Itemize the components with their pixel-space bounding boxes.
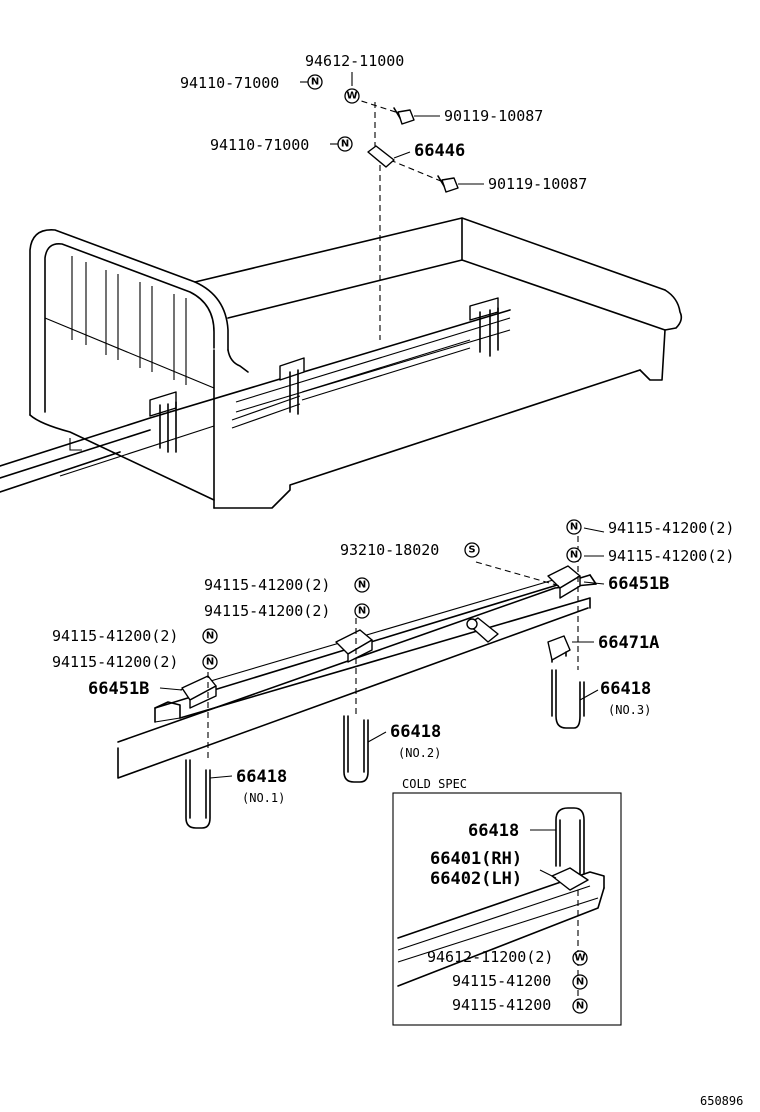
label-plate-right: 66471A	[598, 633, 659, 653]
nut-symbol-l2: N	[202, 654, 218, 670]
nut-symbol-top: N	[307, 74, 323, 90]
nut-symbol-mid: N	[337, 136, 353, 152]
svg-text:W: W	[346, 91, 357, 102]
label-bolt-2: 90119-10087	[488, 175, 587, 193]
label-nut-m2: 94115-41200(2)	[204, 602, 330, 620]
cold-spec-box: COLD SPEC W N N	[392, 777, 622, 1026]
label-cs-ubolt: 66418	[468, 821, 519, 841]
label-cs-nut-1: 94115-41200	[452, 972, 551, 990]
svg-text:N: N	[311, 77, 319, 88]
ubolt-no3	[551, 669, 585, 729]
leaders-lower	[159, 527, 605, 779]
label-nut-top: 94612-11000	[305, 52, 404, 70]
label-washer-left-2: 94110-71000	[210, 136, 309, 154]
svg-text:N: N	[206, 657, 214, 668]
truck-bed	[0, 217, 683, 509]
nut-symbol-r1: N	[566, 519, 582, 535]
label-nut-l1: 94115-41200(2)	[52, 627, 178, 645]
label-nut-l2: 94115-41200(2)	[52, 653, 178, 671]
stud-symbol: S	[464, 542, 480, 558]
label-bolt-1: 90119-10087	[444, 107, 543, 125]
label-cs-washer: 94612-11200(2)	[427, 948, 553, 966]
part-labels: 94612-11000 94110-71000 90119-10087 9411…	[52, 52, 743, 1108]
label-sbolt: 93210-18020	[340, 541, 439, 559]
label-ubolt-2-note: (NO.2)	[398, 746, 441, 760]
bracket-mid	[335, 629, 373, 663]
svg-text:N: N	[576, 1001, 584, 1012]
nut-symbol-m1: N	[354, 577, 370, 593]
label-ubolt-3: 66418	[600, 679, 651, 699]
label-ubolt-3-note: (NO.3)	[608, 703, 651, 717]
nut-symbol-r2: N	[566, 547, 582, 563]
cs-nut-symbol-1: N	[572, 974, 588, 990]
svg-text:N: N	[358, 580, 366, 591]
label-cs-bracket-lh: 66402(LH)	[430, 869, 522, 889]
label-cs-nut-2: 94115-41200	[452, 996, 551, 1014]
label-ubolt-1-note: (NO.1)	[242, 791, 285, 805]
cs-washer-symbol: W	[572, 950, 588, 966]
assembly-lines-upper	[351, 97, 449, 340]
svg-text:N: N	[576, 977, 584, 988]
label-nut-r1: 94115-41200(2)	[608, 519, 734, 537]
figure-code: 650896	[700, 1094, 743, 1108]
bracket-right	[547, 565, 581, 599]
label-cs-bracket-rh: 66401(RH)	[430, 849, 522, 869]
label-ubolt-2: 66418	[390, 722, 441, 742]
cs-nut-symbol-2: N	[572, 998, 588, 1014]
label-ubolt-1: 66418	[236, 767, 287, 787]
svg-text:N: N	[358, 606, 366, 617]
label-washer-left-1: 94110-71000	[180, 74, 279, 92]
label-spacer: 66446	[414, 141, 465, 161]
ubolt-no1	[185, 759, 211, 829]
nut-symbol-l1: N	[202, 628, 218, 644]
label-bracket-right: 66451B	[608, 574, 669, 594]
svg-text:N: N	[570, 522, 578, 533]
plate-66471a	[547, 635, 571, 663]
label-bracket-left: 66451B	[88, 679, 149, 699]
stud-on-rail	[466, 617, 499, 643]
nut-symbol-m2: N	[354, 603, 370, 619]
label-nut-r2: 94115-41200(2)	[608, 547, 734, 565]
upper-hardware: W N N	[300, 72, 484, 193]
svg-text:N: N	[206, 631, 214, 642]
svg-text:W: W	[574, 953, 585, 964]
svg-text:N: N	[341, 139, 349, 150]
washer-symbol-top: W	[344, 88, 360, 104]
svg-text:S: S	[468, 545, 475, 556]
svg-text:N: N	[570, 550, 578, 561]
label-nut-m1: 94115-41200(2)	[204, 576, 330, 594]
lower-symbols: N N S N N N N	[202, 519, 582, 670]
ubolt-no2	[343, 715, 369, 783]
cold-spec-title: COLD SPEC	[402, 777, 467, 791]
bracket-left	[181, 675, 217, 709]
